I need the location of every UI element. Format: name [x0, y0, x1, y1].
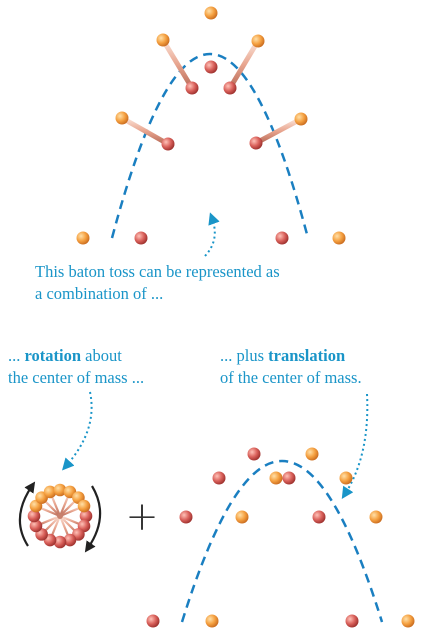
- translation-prefix: ... plus: [220, 346, 269, 365]
- baton-top-left-3: [156, 33, 199, 95]
- translation-baton-5: [282, 471, 353, 485]
- translation-baton-2: [179, 510, 249, 524]
- rotation-prefix: ...: [8, 346, 25, 365]
- main-caption: This baton toss can be represented as a …: [35, 261, 280, 305]
- translation-dotted-arrow: [341, 393, 369, 500]
- translation-caption-line1: ... plus translation: [220, 345, 362, 367]
- rotation-ball: [53, 535, 67, 549]
- top-dotted-arrow: [204, 212, 220, 257]
- rotation-ball: [77, 499, 91, 513]
- baton-top-apex: [204, 6, 218, 74]
- baton-top-left-start: [76, 231, 148, 245]
- rotation-dotted-arrow: [62, 391, 93, 471]
- rotation-ball: [43, 485, 57, 499]
- baton-top-right-end: [275, 231, 346, 245]
- rotation-ball: [27, 509, 41, 523]
- top-trajectory: [110, 52, 310, 239]
- rotation-ball: [63, 533, 77, 547]
- main-caption-line2: a combination of ...: [35, 284, 164, 303]
- main-caption-line1: This baton toss can be represented as: [35, 262, 280, 281]
- translation-baton-3: [212, 471, 283, 485]
- translation-word: translation: [268, 346, 346, 365]
- rotation-ball: [29, 519, 43, 533]
- rotation-baton-cluster: [27, 483, 93, 549]
- plus-sign: +: [125, 494, 159, 540]
- baton-top-right-3: [223, 34, 265, 95]
- rotation-arrow-left: [18, 481, 36, 547]
- rotation-word: rotation: [24, 346, 82, 365]
- rotation-ball: [79, 509, 93, 523]
- translation-baton-1: [146, 614, 219, 628]
- rotation-caption: ... rotation about the center of mass ..…: [8, 345, 144, 389]
- baton-top-right-2: [249, 112, 308, 150]
- translation-caption: ... plus translation of the center of ma…: [220, 345, 362, 389]
- rotation-caption-line2: the center of mass ...: [8, 368, 145, 387]
- rotation-suffix: about: [81, 346, 122, 365]
- translation-baton-6: [312, 510, 383, 524]
- rotation-caption-line1: ... rotation about: [8, 345, 144, 367]
- baton-top-left-2: [115, 111, 175, 151]
- rotation-ball: [53, 483, 67, 497]
- translation-caption-line2: of the center of mass.: [220, 368, 362, 387]
- bottom-trajectory: [180, 460, 384, 623]
- rotation-arrow-right: [84, 485, 102, 553]
- translation-baton-7: [345, 614, 415, 628]
- translation-baton-apex: [247, 447, 319, 461]
